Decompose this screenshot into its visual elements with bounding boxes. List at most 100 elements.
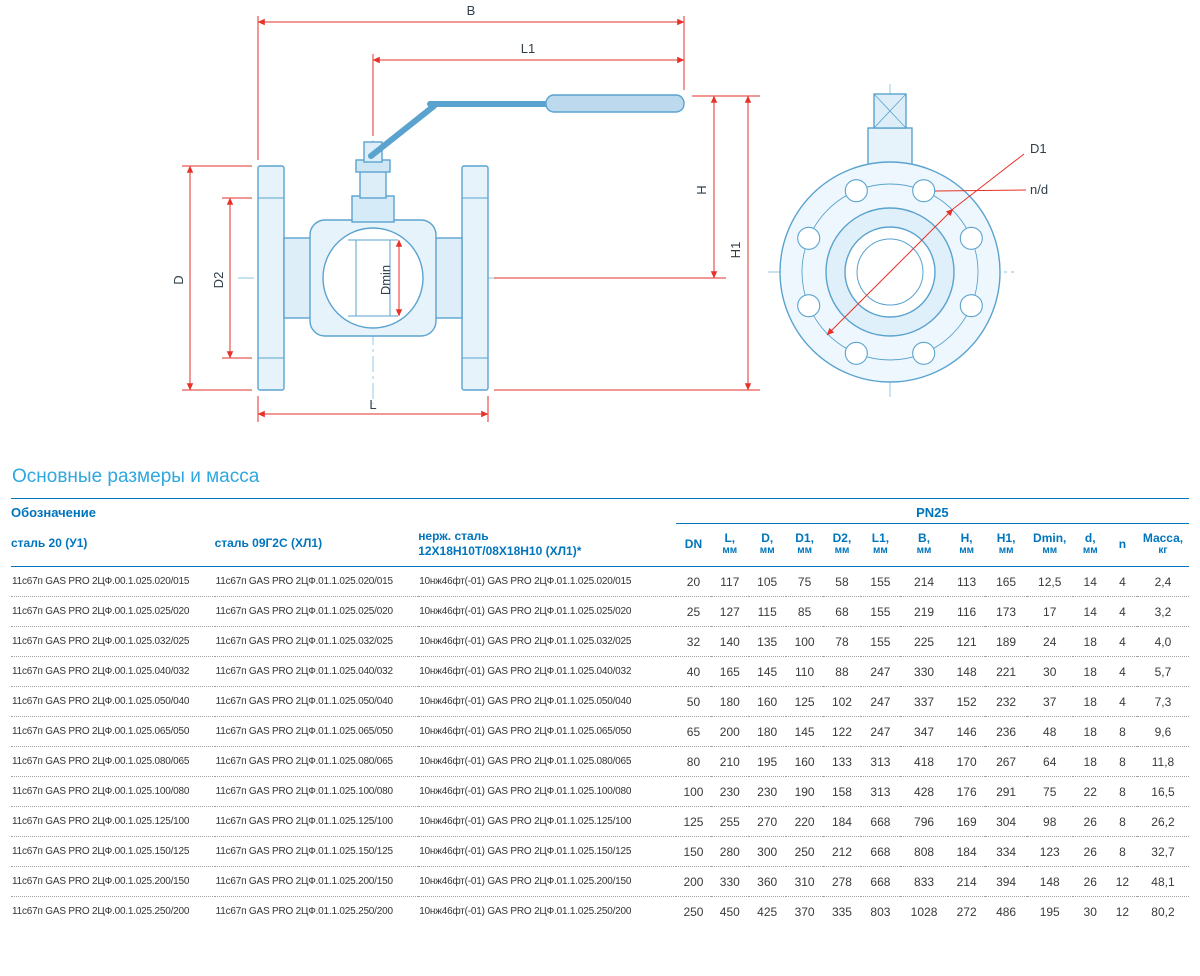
l-cell: 117 xyxy=(720,574,740,589)
designation-steel09g2s-cell: 11с67п GAS PRO 2ЦФ.01.1.025.080/065 xyxy=(214,745,419,776)
dbolt-cell: 18 xyxy=(1072,625,1108,656)
dmin-cell: 148 xyxy=(1026,865,1073,896)
table-row: 11с67п GAS PRO 2ЦФ.00.1.025.100/080 11с6… xyxy=(11,775,1189,806)
designation-steel09g2s-cell: 11с67п GAS PRO 2ЦФ.01.1.025.020/015 xyxy=(215,576,393,587)
table-row: 11с67п GAS PRO 2ЦФ.00.1.025.080/065 11с6… xyxy=(11,745,1189,776)
h1-cell: 236 xyxy=(985,715,1027,746)
h-cell: 169 xyxy=(947,805,986,836)
designation-stainless-cell: 10нж46фт(-01) GAS PRO 2ЦФ.01.1.025.040/0… xyxy=(418,655,676,686)
designation-stainless-cell: 10нж46фт(-01) GAS PRO 2ЦФ.01.1.025.150/1… xyxy=(418,835,676,866)
h-cell: 148 xyxy=(947,655,986,686)
mass-cell: 3,2 xyxy=(1136,595,1189,626)
h1-cell: 173 xyxy=(985,595,1027,626)
designation-steel20-cell: 11с67п GAS PRO 2ЦФ.00.1.025.040/032 xyxy=(11,655,215,686)
b-cell: 219 xyxy=(900,595,948,626)
l1-cell: 313 xyxy=(860,745,901,776)
d-cell: 145 xyxy=(748,655,786,686)
col-header-dmin: Dmin,мм xyxy=(1026,523,1073,567)
dim-D2-label: D2 xyxy=(211,272,226,289)
dbolt-cell: 22 xyxy=(1072,775,1108,806)
h-cell: 184 xyxy=(947,835,986,866)
designation-steel20-cell: 11с67п GAS PRO 2ЦФ.00.1.025.125/100 xyxy=(11,805,215,836)
designation-stainless-cell: 10нж46фт(-01) GAS PRO 2ЦФ.01.1.025.200/1… xyxy=(418,865,676,896)
dn-cell: 40 xyxy=(675,655,712,686)
d1-cell: 160 xyxy=(785,745,824,776)
designation-steel09g2s-cell: 11с67п GAS PRO 2ЦФ.01.1.025.065/050 xyxy=(214,715,419,746)
n-cell: 8 xyxy=(1107,715,1137,746)
col-header-d: D,мм xyxy=(748,523,786,567)
mass-cell: 11,8 xyxy=(1136,745,1189,776)
h-cell: 116 xyxy=(947,595,986,626)
b-cell: 796 xyxy=(900,805,948,836)
l1-cell: 155 xyxy=(870,574,891,589)
d2-cell: 158 xyxy=(823,775,861,806)
dn-cell: 200 xyxy=(675,865,712,896)
l1-cell: 155 xyxy=(860,595,901,626)
l1-cell: 668 xyxy=(860,805,901,836)
designation-steel09g2s-cell: 11с67п GAS PRO 2ЦФ.01.1.025.025/020 xyxy=(214,595,419,626)
dim-Dmin-label: Dmin xyxy=(378,265,393,295)
l-cell: 210 xyxy=(711,745,749,776)
designation-stainless-cell: 10нж46фт(-01) GAS PRO 2ЦФ.01.1.025.032/0… xyxy=(418,625,676,656)
n-cell: 4 xyxy=(1107,655,1137,686)
dimensions-table: Обозначение PN25 сталь 20 (У1) сталь 09Г… xyxy=(11,498,1189,926)
d1-cell: 370 xyxy=(785,895,824,926)
b-cell: 833 xyxy=(900,865,948,896)
dmin-cell: 195 xyxy=(1026,895,1073,926)
d1-cell: 145 xyxy=(785,715,824,746)
h-cell: 152 xyxy=(947,685,986,716)
table-row: 11с67п GAS PRO 2ЦФ.00.1.025.025/020 11с6… xyxy=(11,595,1189,626)
n-cell: 8 xyxy=(1107,775,1137,806)
dn-cell: 80 xyxy=(675,745,712,776)
h1-cell: 334 xyxy=(985,835,1027,866)
n-cell: 12 xyxy=(1107,895,1137,926)
l1-cell: 247 xyxy=(860,655,901,686)
dn-cell: 100 xyxy=(675,775,712,806)
dim-B-label: B xyxy=(467,3,476,18)
d1-cell: 85 xyxy=(785,595,824,626)
d-cell: 195 xyxy=(748,745,786,776)
d-cell: 160 xyxy=(748,685,786,716)
d-cell: 270 xyxy=(748,805,786,836)
col-header-n: n xyxy=(1107,523,1137,567)
mass-cell: 80,2 xyxy=(1136,895,1189,926)
dmin-cell: 37 xyxy=(1026,685,1073,716)
mass-cell: 48,1 xyxy=(1136,865,1189,896)
col-header-b: B,мм xyxy=(900,523,948,567)
mass-cell: 5,7 xyxy=(1136,655,1189,686)
col-header-mass: Масса,кг xyxy=(1136,523,1189,567)
designation-steel20-cell: 11с67п GAS PRO 2ЦФ.00.1.025.050/040 xyxy=(11,685,215,716)
table-row: 11с67п GAS PRO 2ЦФ.00.1.025.040/032 11с6… xyxy=(11,655,1189,686)
mass-cell: 16,5 xyxy=(1136,775,1189,806)
l-cell: 127 xyxy=(711,595,749,626)
designation-steel09g2s-cell: 11с67п GAS PRO 2ЦФ.01.1.025.150/125 xyxy=(214,835,419,866)
h-cell: 214 xyxy=(947,865,986,896)
l-cell: 200 xyxy=(711,715,749,746)
designation-steel20-cell: 11с67п GAS PRO 2ЦФ.00.1.025.032/025 xyxy=(11,625,215,656)
b-cell: 330 xyxy=(900,655,948,686)
h1-cell: 189 xyxy=(985,625,1027,656)
l-cell: 140 xyxy=(711,625,749,656)
b-cell: 808 xyxy=(900,835,948,866)
dmin-cell: 48 xyxy=(1026,715,1073,746)
n-cell: 4 xyxy=(1107,685,1137,716)
table-row: 11с67п GAS PRO 2ЦФ.00.1.025.125/100 11с6… xyxy=(11,805,1189,836)
d2-cell: 58 xyxy=(835,574,849,589)
table-row: 11с67п GAS PRO 2ЦФ.00.1.025.050/040 11с6… xyxy=(11,685,1189,716)
valve-drawing-area: B L1 H H1 D D2 Dmin L D1 n/d xyxy=(0,0,1200,452)
dbolt-cell: 26 xyxy=(1072,835,1108,866)
designation-steel20-cell: 11с67п GAS PRO 2ЦФ.00.1.025.025/020 xyxy=(11,595,215,626)
d2-cell: 278 xyxy=(823,865,861,896)
n-cell: 12 xyxy=(1107,865,1137,896)
d-cell: 135 xyxy=(748,625,786,656)
dbolt-cell: 18 xyxy=(1072,685,1108,716)
d2-cell: 122 xyxy=(823,715,861,746)
designation-stainless-cell: 10нж46фт(-01) GAS PRO 2ЦФ.01.1.025.100/0… xyxy=(418,775,676,806)
dmin-cell: 98 xyxy=(1026,805,1073,836)
l-cell: 450 xyxy=(711,895,749,926)
designation-stainless-cell: 10нж46фт(-01) GAS PRO 2ЦФ.01.1.025.050/0… xyxy=(418,685,676,716)
col-header-dn: DN xyxy=(675,523,712,567)
designation-stainless-cell: 10нж46фт(-01) GAS PRO 2ЦФ.01.1.025.025/0… xyxy=(418,595,676,626)
b-cell: 428 xyxy=(900,775,948,806)
designation-steel20-cell: 11с67п GAS PRO 2ЦФ.00.1.025.065/050 xyxy=(11,715,215,746)
